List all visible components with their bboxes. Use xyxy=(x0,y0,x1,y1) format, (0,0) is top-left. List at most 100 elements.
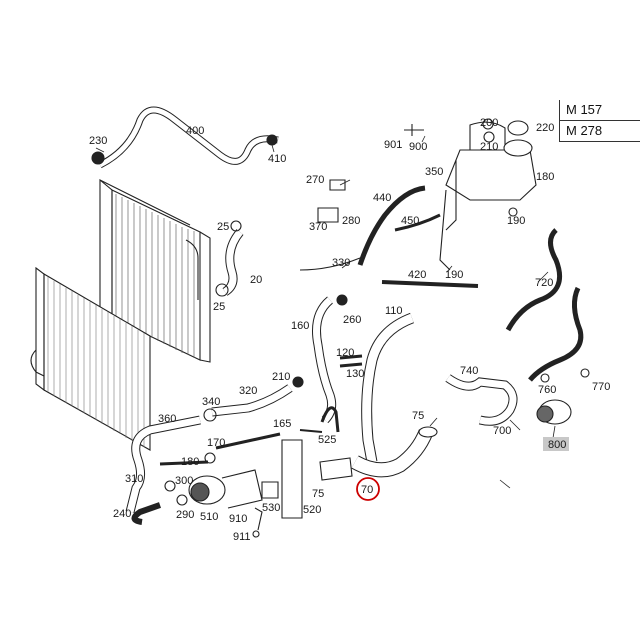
callout-180-b: 180 xyxy=(181,456,199,468)
clamp-340 xyxy=(203,408,217,422)
callout-230: 230 xyxy=(89,135,107,147)
callout-510: 510 xyxy=(200,511,218,523)
clamp-290 xyxy=(176,494,188,506)
callout-180: 180 xyxy=(536,171,554,183)
part-200 xyxy=(482,118,494,130)
part-760 xyxy=(540,373,550,383)
callout-290: 290 xyxy=(176,509,194,521)
callout-220: 220 xyxy=(536,122,554,134)
callout-labels: 400 230 410 200 220 901 900 210 180 350 … xyxy=(89,117,610,543)
callout-270: 270 xyxy=(306,174,324,186)
callout-130: 130 xyxy=(346,368,364,380)
pressure-cap-220 xyxy=(507,120,529,136)
callout-770: 770 xyxy=(592,381,610,393)
radiator xyxy=(99,178,211,363)
hose-420 xyxy=(381,280,479,288)
callout-120: 120 xyxy=(336,347,354,359)
clamp-210b xyxy=(292,376,304,388)
callout-210: 210 xyxy=(480,141,498,153)
part-525 xyxy=(299,429,323,433)
callout-210-b: 210 xyxy=(272,371,290,383)
leader-330 xyxy=(299,257,361,271)
callout-901: 901 xyxy=(384,139,402,151)
housing-75b xyxy=(319,457,353,481)
callout-911: 911 xyxy=(233,531,251,543)
hose-400 xyxy=(98,106,279,169)
callout-75-a: 75 xyxy=(412,410,424,422)
callout-70: 70 xyxy=(361,484,373,496)
callout-25-a: 25 xyxy=(217,221,229,233)
diagram-artwork xyxy=(30,106,590,538)
callout-720: 720 xyxy=(535,277,553,289)
engine-code-2: M 278 xyxy=(560,121,640,142)
callout-410: 410 xyxy=(268,153,286,165)
callout-330: 330 xyxy=(332,257,350,269)
callout-740: 740 xyxy=(460,365,478,377)
hose-165 xyxy=(320,406,340,433)
callout-240: 240 xyxy=(113,508,131,520)
callout-800: 800 xyxy=(548,439,566,451)
callout-280: 280 xyxy=(342,215,360,227)
callout-450: 450 xyxy=(401,215,419,227)
engine-code-box: M 157 M 278 xyxy=(559,100,640,142)
hose-110 xyxy=(361,312,415,463)
part-910 xyxy=(254,507,263,531)
clamp-75 xyxy=(418,426,438,438)
sensor-900 xyxy=(404,124,424,136)
highlight-circle-70 xyxy=(356,477,380,501)
callout-300: 300 xyxy=(175,475,193,487)
clamp-300 xyxy=(164,480,176,492)
callout-165: 165 xyxy=(273,418,291,430)
hose-720 xyxy=(505,228,562,332)
callout-420: 420 xyxy=(408,269,426,281)
engine-code-1: M 157 xyxy=(560,100,640,121)
condenser xyxy=(30,266,151,451)
clamp-25b xyxy=(215,283,229,297)
callout-760: 760 xyxy=(538,384,556,396)
callout-530: 530 xyxy=(262,502,280,514)
callout-25-b: 25 xyxy=(213,301,225,313)
callout-110: 110 xyxy=(385,305,403,317)
callout-525: 525 xyxy=(318,434,336,446)
callout-370: 370 xyxy=(309,221,327,233)
part-770 xyxy=(580,368,590,378)
callout-700: 700 xyxy=(493,425,511,437)
clamp-170 xyxy=(204,452,216,464)
bracket-280 xyxy=(317,207,339,223)
clamp-260 xyxy=(336,294,348,306)
hose-120 xyxy=(339,354,363,360)
callout-400: 400 xyxy=(186,125,204,137)
clip-270 xyxy=(329,179,346,191)
hose-450 xyxy=(394,213,441,232)
callout-340: 340 xyxy=(202,396,220,408)
hose-170 xyxy=(215,432,281,450)
callout-360: 360 xyxy=(158,413,176,425)
clamp-410 xyxy=(266,134,278,146)
callout-200: 200 xyxy=(480,117,498,129)
part-190 xyxy=(508,207,518,217)
callout-160: 160 xyxy=(291,320,309,332)
callout-75-b: 75 xyxy=(312,488,324,500)
bracket-520 xyxy=(281,439,303,519)
callout-350: 350 xyxy=(425,166,443,178)
callout-190-a: 190 xyxy=(507,215,525,227)
expansion-tank xyxy=(439,121,537,271)
callout-260: 260 xyxy=(343,314,361,326)
callout-910: 910 xyxy=(229,513,247,525)
callout-20: 20 xyxy=(250,274,262,286)
hose-440 xyxy=(357,185,426,266)
bracket-530 xyxy=(261,481,279,499)
hose-240 xyxy=(131,502,161,525)
leader-lines xyxy=(95,135,556,489)
clamp-25a xyxy=(230,220,242,232)
callout-440: 440 xyxy=(373,192,391,204)
hose-130 xyxy=(339,362,363,368)
callout-800-bg xyxy=(543,437,569,451)
part-911 xyxy=(252,530,260,538)
cap-210 xyxy=(483,131,495,143)
callout-320: 320 xyxy=(239,385,257,397)
callout-190-b: 190 xyxy=(445,269,463,281)
clamp-230 xyxy=(91,151,105,165)
hose-180b xyxy=(159,460,209,466)
